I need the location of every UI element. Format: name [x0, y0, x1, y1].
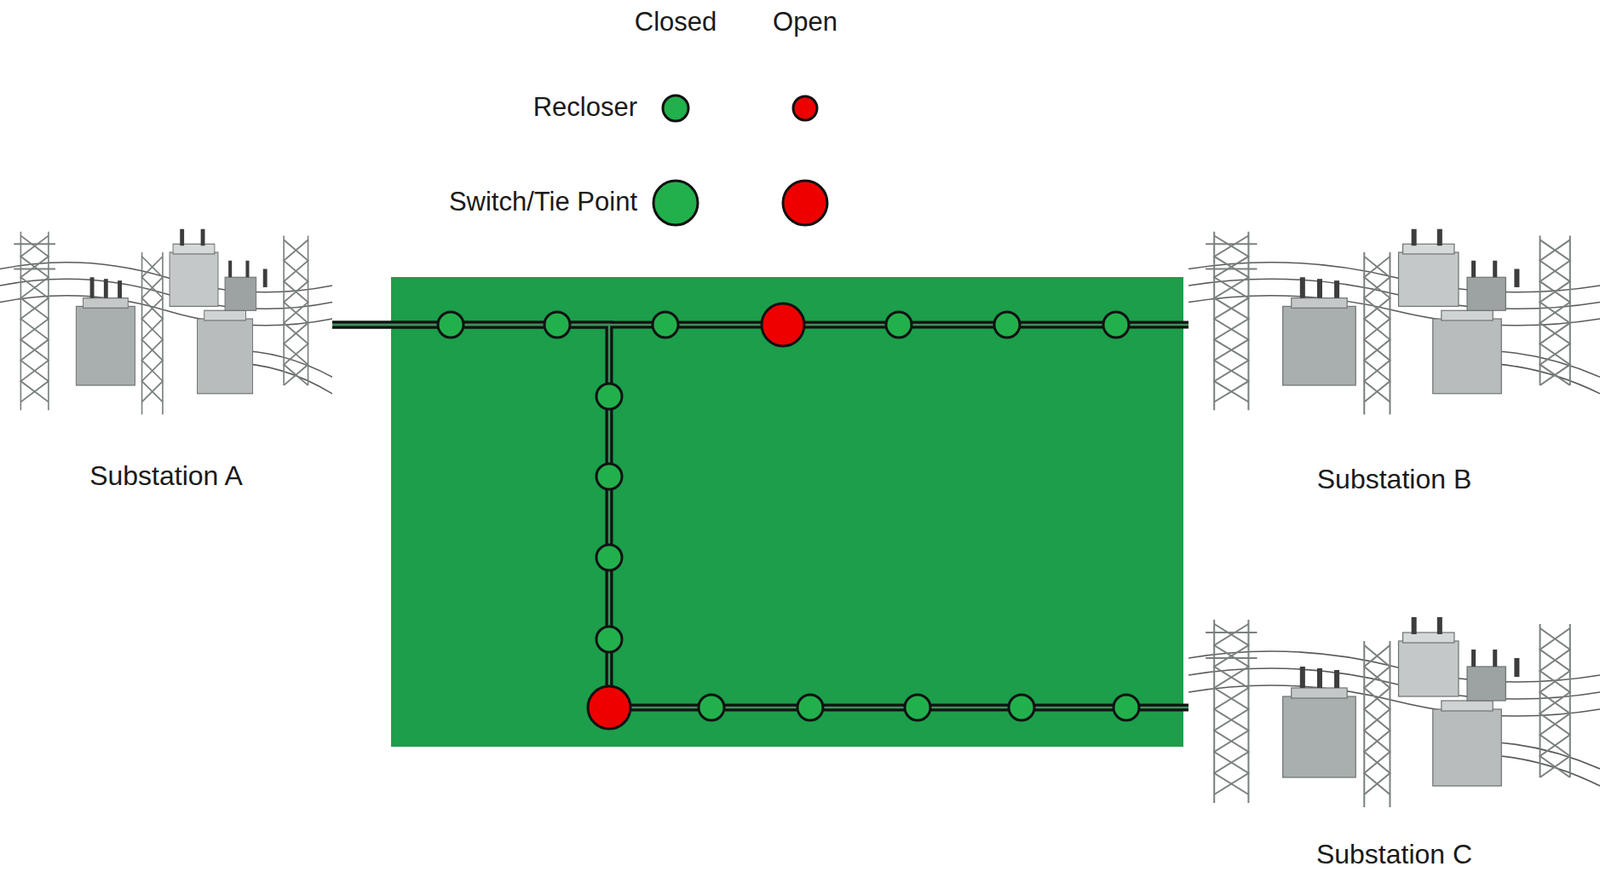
legend-entry: Switch/Tie Point — [448, 186, 638, 218]
wire-core — [332, 324, 1189, 708]
illustration-area — [1188, 218, 1600, 464]
legend-text: Recloser — [533, 92, 638, 122]
substation-label: Substation C — [1188, 838, 1600, 870]
substation-label: Substation B — [1188, 463, 1600, 495]
legend-samples — [653, 95, 828, 225]
recloser-closed-symbols — [437, 311, 1140, 720]
tie-switch-open-symbols — [587, 303, 805, 729]
substation-label: Substation A — [0, 460, 333, 492]
legend-column-head: Open — [772, 6, 838, 38]
substation: Substation A — [0, 218, 333, 492]
substation-illustration — [0, 229, 333, 415]
substation-illustration — [1188, 229, 1600, 415]
substation: Substation C — [1188, 606, 1600, 870]
legend-entry: Recloser — [533, 92, 638, 123]
feeder-line — [332, 324, 1189, 708]
illustration-area — [0, 218, 333, 461]
substation-illustration — [1188, 616, 1600, 807]
illustration-area — [1188, 606, 1600, 839]
service-area — [391, 276, 1184, 747]
legend-column-head: Closed — [634, 6, 718, 38]
legend-text: Switch/Tie Point — [448, 186, 638, 217]
substation: Substation B — [1188, 218, 1600, 495]
